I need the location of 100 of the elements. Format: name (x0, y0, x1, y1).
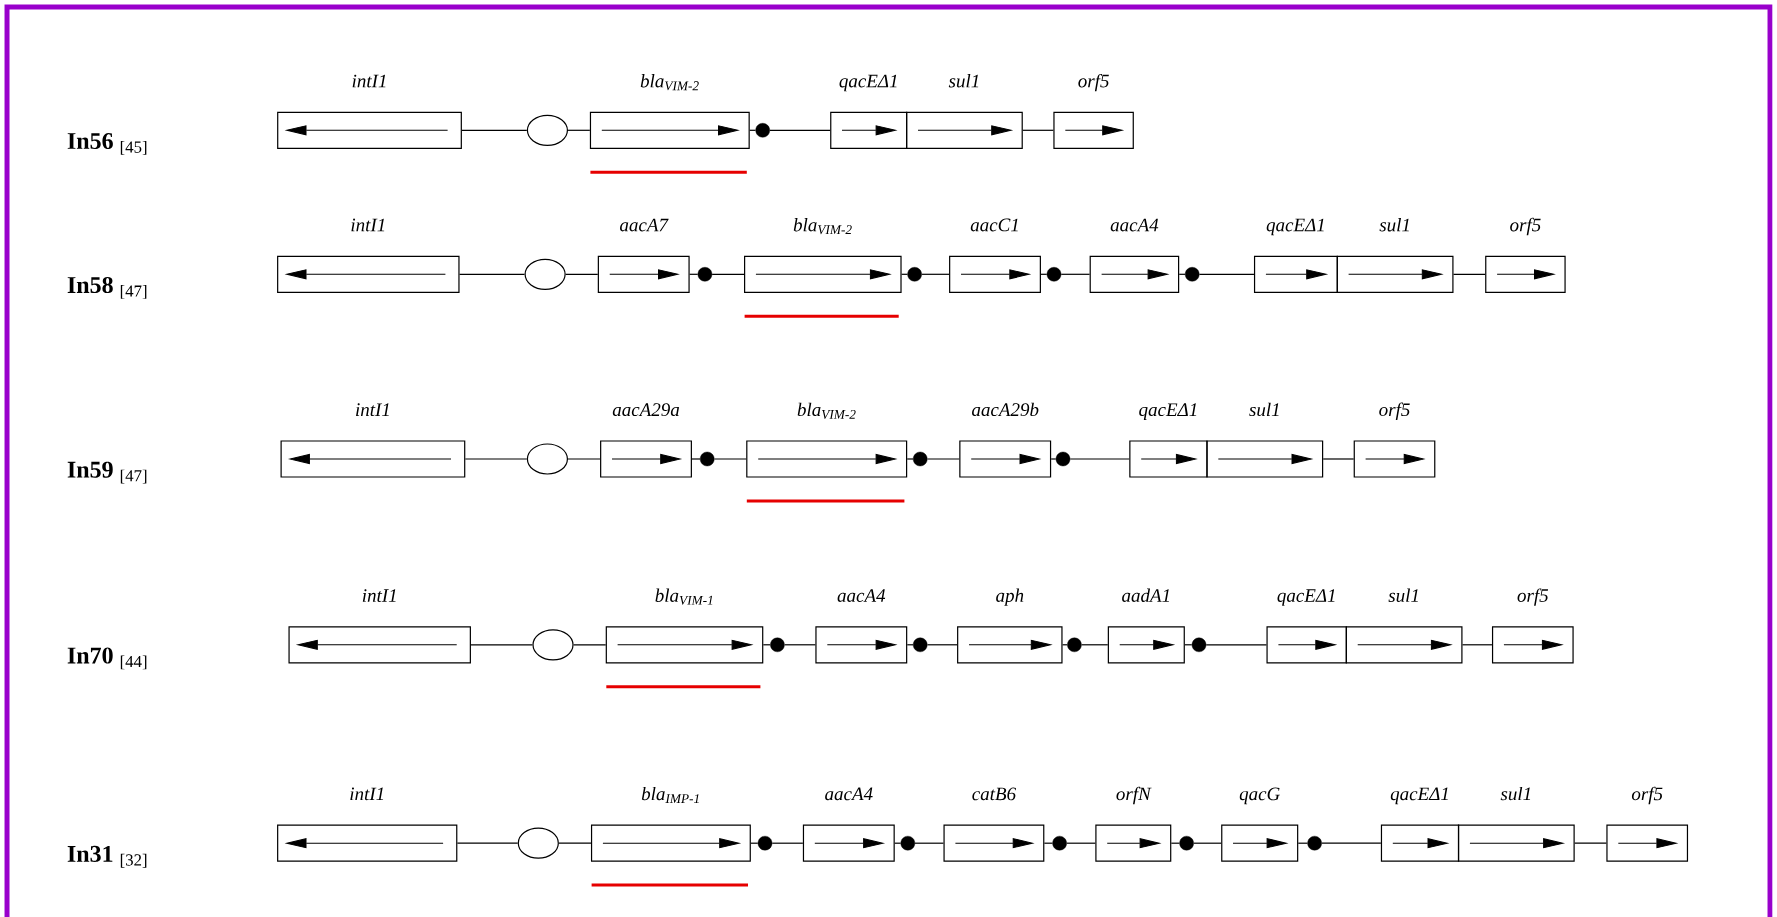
connector-line (1022, 129, 1054, 131)
connector-line (1452, 273, 1486, 275)
gene-label: qacEΔ1 (839, 74, 897, 92)
gene-label: sul1 (1379, 218, 1409, 232)
connector-line (1066, 842, 1096, 844)
integron-label: In58 $_{[47]}$ (67, 276, 147, 299)
gene-label: aacA29b (972, 402, 1039, 417)
integron-label: In56 $_{[45]}$ (67, 132, 147, 155)
gene-label: sul1 (1249, 402, 1279, 417)
gene-label: sul1 (948, 74, 979, 88)
gene-label: orf5 (1379, 402, 1410, 420)
gene-label: qacG (1239, 787, 1280, 805)
connector-line (914, 842, 945, 844)
connector-line (1198, 273, 1255, 275)
connector-line (894, 842, 902, 844)
gene-label: orf5 (1517, 588, 1549, 606)
gene-label: aacA7 (620, 218, 669, 232)
connector-line (1574, 842, 1607, 844)
open-circle (524, 258, 566, 290)
connector-line (1322, 458, 1355, 460)
connector-line (769, 129, 831, 131)
gene-label: qacEΔ1 (1277, 589, 1335, 606)
gene-label: bla$_{VIM-2}$ (797, 402, 856, 419)
gene-label: intI1 (351, 218, 385, 232)
gene-label: intI1 (362, 589, 396, 602)
filled-dot (755, 123, 770, 138)
open-circle (526, 114, 568, 146)
connector-line (784, 644, 816, 646)
gene-label: bla$_{VIM-1}$ (655, 588, 713, 605)
filled-dot (1185, 267, 1200, 282)
gene-label: aacA4 (1110, 218, 1159, 232)
open-circle (532, 629, 574, 661)
gene-label: aadA1 (1122, 588, 1170, 602)
filled-dot (1191, 637, 1207, 652)
connector-line (1170, 842, 1180, 844)
connector-line (771, 842, 804, 844)
integron-label: In59 $_{[47]}$ (67, 461, 147, 484)
filled-dot (1067, 637, 1082, 652)
gene-label: sul1 (1500, 786, 1531, 801)
gene-label: qacEΔ1 (1266, 218, 1324, 236)
gene-label: intI1 (350, 787, 384, 801)
connector-line (926, 644, 958, 646)
connector-line (456, 842, 519, 844)
connector-line (1060, 273, 1091, 275)
connector-line (458, 273, 526, 275)
filled-dot (1046, 267, 1062, 282)
gene-label: aph (996, 588, 1024, 606)
connector-line (1205, 644, 1268, 646)
connector-line (565, 273, 599, 275)
filled-dot (1055, 451, 1071, 467)
connector-line (1321, 842, 1382, 844)
gene-label: bla$_{IMP-1}$ (641, 786, 699, 803)
gene-label: aacA4 (825, 787, 873, 801)
gene-label: orfN (1116, 786, 1152, 805)
gene-label: bla$_{VIM-2}$ (640, 74, 699, 91)
open-circle (526, 443, 568, 475)
connector-line (1297, 842, 1308, 844)
connector-line (464, 458, 528, 460)
connector-line (921, 273, 950, 275)
gene-label: orf5 (1510, 217, 1541, 236)
connector-line (1050, 458, 1057, 460)
integron-label: In70 $_{[44]}$ (67, 647, 147, 670)
connector-line (1461, 644, 1493, 646)
gene-label: sul1 (1388, 588, 1418, 602)
connector-line (1184, 644, 1193, 646)
connector-line (1178, 273, 1186, 275)
gene-label: qacEΔ1 (1139, 403, 1197, 420)
connector-line (901, 273, 908, 275)
gene-label: aacA29a (612, 403, 680, 417)
gene-label: qacEΔ1 (1390, 787, 1448, 805)
filled-dot (700, 451, 715, 467)
connector-line (1043, 842, 1053, 844)
connector-line (750, 842, 759, 844)
filled-dot (1307, 836, 1322, 851)
connector-line (713, 458, 747, 460)
connector-line (1081, 644, 1109, 646)
connector-line (558, 842, 592, 844)
filled-dot (697, 267, 713, 282)
connector-line (749, 129, 757, 131)
connector-line (711, 273, 745, 275)
filled-dot (913, 637, 928, 652)
gene-label: aacC1 (970, 218, 1018, 232)
connector-line (689, 273, 699, 275)
filled-dot (770, 637, 785, 652)
connector-line (1061, 644, 1068, 646)
connector-line (762, 644, 771, 646)
filled-dot (1179, 836, 1194, 851)
connector-line (567, 129, 591, 131)
integron-label: In31 $_{[32]}$ (67, 845, 147, 868)
gene-label: catB6 (972, 787, 1016, 801)
gene-label: bla$_{VIM-2}$ (793, 218, 852, 235)
connector-line (906, 644, 914, 646)
gene-label: intI1 (352, 74, 386, 88)
connector-line (926, 458, 960, 460)
gene-label: orf5 (1631, 786, 1663, 805)
connector-line (1040, 273, 1048, 275)
connector-line (906, 458, 914, 460)
filled-dot (900, 836, 915, 851)
gene-label: intI1 (356, 403, 389, 417)
open-circle (517, 827, 559, 859)
